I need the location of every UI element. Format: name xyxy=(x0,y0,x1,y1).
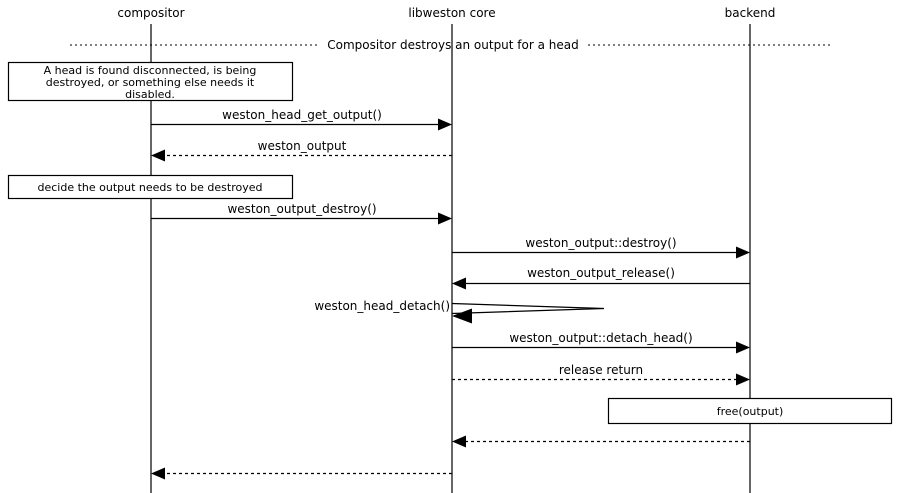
actor-label-backend: backend xyxy=(725,6,776,20)
message-label-weston-output-release: weston_output_release() xyxy=(527,266,675,280)
arrowhead-left-icon xyxy=(151,149,165,162)
note-decide-destroy-line-1: decide the output needs to be destroyed xyxy=(38,181,263,194)
actor-label-libweston-core: libweston core xyxy=(408,6,495,20)
note-box-decide-destroy xyxy=(7,174,294,200)
arrowhead-right-icon xyxy=(438,118,452,131)
arrowhead-left-icon xyxy=(452,277,466,290)
divider-label: Compositor destroys an output for a head xyxy=(327,38,579,52)
note-free-output-line-1: free(output) xyxy=(717,405,784,418)
message-label-weston-output-destroy-vfunc: weston_output::destroy() xyxy=(525,236,676,250)
message-line-weston-head-detach-self xyxy=(451,302,605,315)
arrowhead-right-icon xyxy=(438,212,452,225)
arrowhead-right-icon xyxy=(736,341,750,354)
message-label-weston-output-destroy: weston_output_destroy() xyxy=(227,202,376,216)
note-box-head-disconnected xyxy=(7,61,294,102)
arrowhead-left-icon xyxy=(151,467,165,480)
arrowhead-right-icon xyxy=(736,246,750,259)
message-label-weston-head-detach: weston_head_detach() xyxy=(314,299,450,313)
note-head-disconnected-line-3: disabled. xyxy=(125,88,175,101)
message-label-release-return: release return xyxy=(559,363,643,377)
arrowhead-left-icon xyxy=(452,435,466,448)
message-label-weston-output-detach-head: weston_output::detach_head() xyxy=(509,331,692,345)
actor-label-compositor: compositor xyxy=(117,6,184,20)
note-box-free-output xyxy=(607,397,893,425)
note-head-disconnected-line-2: destroyed, or something else needs it xyxy=(46,76,255,89)
note-head-disconnected-line-1: A head is found disconnected, is being xyxy=(44,64,257,77)
arrowhead-right-icon xyxy=(736,373,750,386)
arrowhead-self-left-icon xyxy=(452,308,472,324)
message-label-weston-output-return: weston_output xyxy=(258,139,347,153)
message-label-weston-head-get-output: weston_head_get_output() xyxy=(222,108,382,122)
